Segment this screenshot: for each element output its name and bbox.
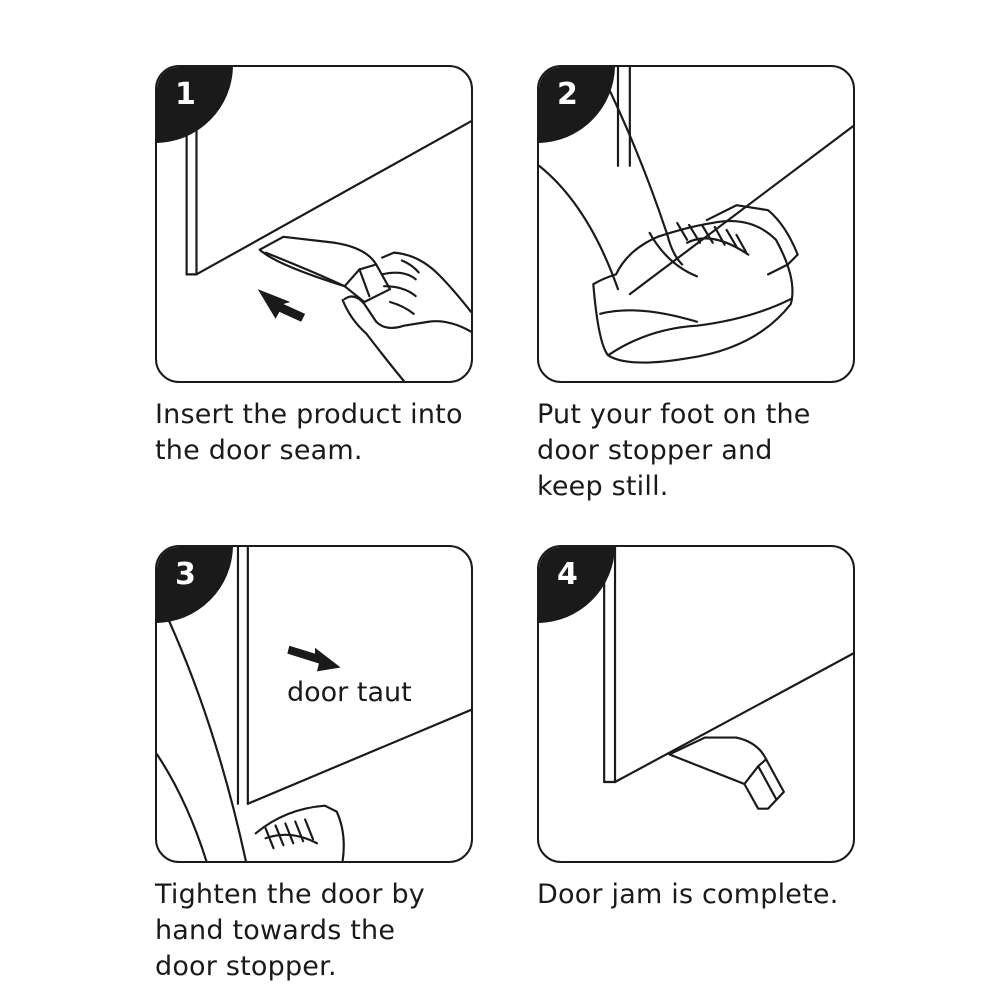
- door-stopper-icon: [258, 235, 392, 304]
- door-taut-label: door taut: [287, 677, 412, 708]
- step-3-number: 3: [175, 557, 196, 592]
- hand-icon: [341, 251, 471, 381]
- insert-stopper-illustration: [185, 67, 471, 381]
- step-4: 4 Door jam is complete.: [537, 545, 855, 913]
- leg-icon: [539, 67, 684, 291]
- door-icon: [616, 67, 853, 296]
- completed-door-jam-illustration: [603, 547, 853, 810]
- step-3-caption: Tighten the door by hand towards the doo…: [155, 879, 425, 982]
- step-2-panel: 2: [537, 65, 855, 383]
- step-4-caption: Door jam is complete.: [537, 879, 839, 910]
- step-4-number: 4: [557, 557, 578, 592]
- door-stopper-icon: [705, 204, 799, 276]
- push-arrow-icon: [257, 289, 306, 322]
- step-1-number: 1: [175, 77, 196, 112]
- shoe-icon: [592, 220, 794, 364]
- door-icon: [185, 67, 471, 276]
- step-2-caption: Put your foot on the door stopper and ke…: [537, 399, 811, 502]
- door-icon: [236, 547, 471, 805]
- door-icon: [603, 547, 853, 784]
- step-3-panel: 3 door taut: [155, 545, 473, 863]
- direction-arrow-icon: [287, 645, 341, 672]
- step-3: 3 door taut: [155, 545, 473, 985]
- door-stopper-icon: [668, 736, 785, 810]
- step-4-panel: 4: [537, 545, 855, 863]
- step-2-number: 2: [557, 77, 578, 112]
- step-1-panel: 1: [155, 65, 473, 383]
- step-2: 2: [537, 65, 855, 505]
- step-1-badge: 1: [157, 67, 233, 143]
- step-1: 1: [155, 65, 473, 469]
- leg-icon: [157, 615, 247, 861]
- tighten-door-illustration: [157, 547, 471, 861]
- step-1-caption: Insert the product into the door seam.: [155, 399, 463, 466]
- shoe-icon: [254, 804, 345, 861]
- foot-on-stopper-illustration: [539, 67, 853, 364]
